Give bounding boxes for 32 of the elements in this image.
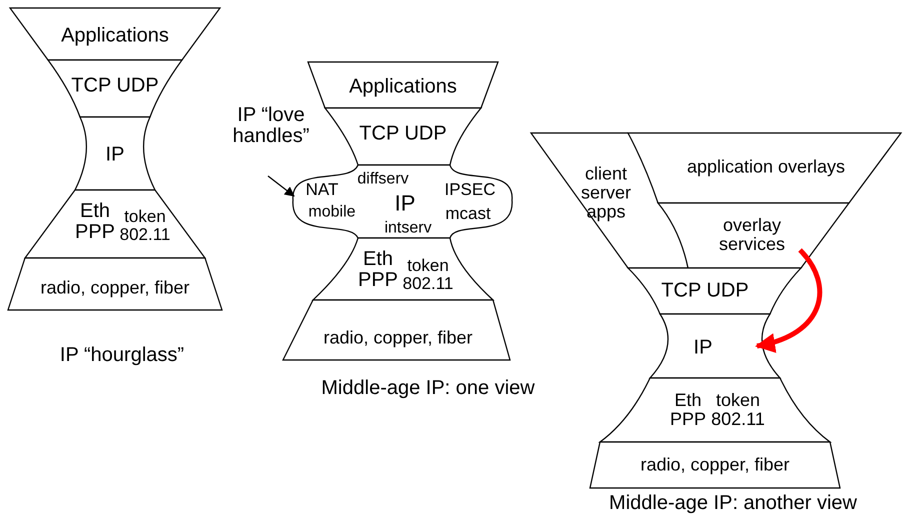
layer-label: Applications: [61, 26, 169, 46]
layer-label: TCP UDP: [71, 76, 159, 96]
layer-label: application overlays: [686, 158, 846, 176]
arrow: [755, 248, 822, 352]
layer-label: mobile: [308, 204, 356, 222]
layer-label: client server apps: [581, 164, 631, 222]
layer-label: NAT: [306, 181, 338, 199]
layer-label: IP: [694, 338, 712, 358]
layer-label: TCP UDP: [359, 124, 447, 144]
layer-label: diffserv: [357, 172, 409, 188]
arrow: [268, 176, 295, 197]
layer-label: Eth PPP: [74, 201, 116, 243]
layer-label: radio, copper, fiber: [323, 328, 473, 348]
layer-label: radio, copper, fiber: [640, 456, 790, 474]
layer-label: IP: [106, 144, 124, 166]
layer-label: TCP UDP: [661, 280, 749, 302]
layer-label: IPSEC: [444, 181, 496, 199]
caption: IP “hourglass”: [60, 345, 184, 365]
layer-label: token 802.11: [120, 208, 170, 244]
layer-label: token 802.11: [402, 257, 454, 293]
caption: Middle-age IP: one view: [321, 378, 535, 398]
caption: Middle-age IP: another view: [609, 493, 857, 513]
layer-label: IP: [394, 191, 416, 215]
layer-label: token 802.11: [711, 391, 765, 429]
layer-label: overlay services: [719, 216, 785, 254]
layer-label: Eth PPP: [670, 391, 706, 429]
annotation-text: IP “love handles”: [232, 105, 310, 147]
layer-label: Applications: [349, 76, 457, 98]
layer-label: intserv: [384, 220, 432, 238]
layer-label: radio, copper, fiber: [40, 278, 190, 298]
layer-label: mcast: [445, 205, 491, 223]
layer-label: Eth PPP: [358, 249, 398, 291]
